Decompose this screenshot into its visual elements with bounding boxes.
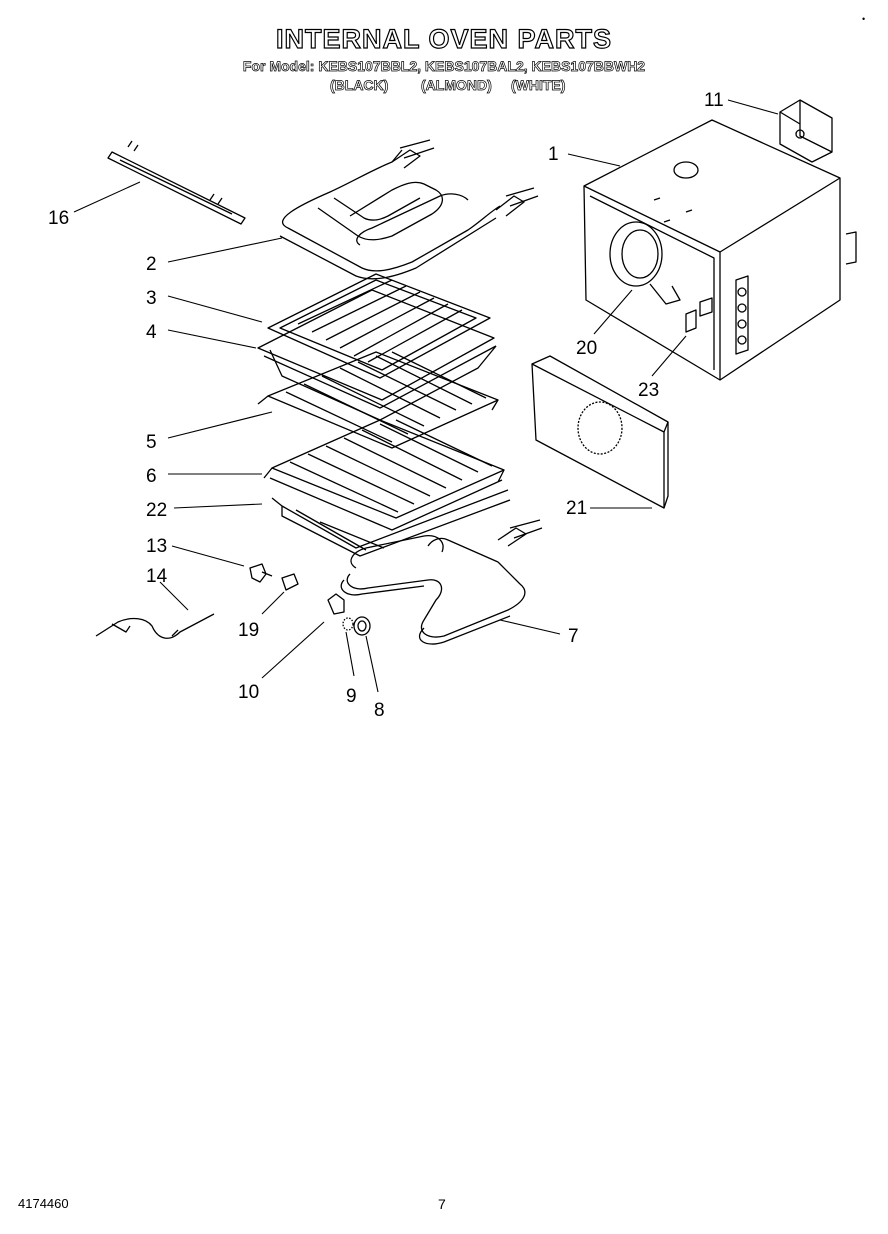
part-16-bracket (107, 140, 246, 225)
callout-14: 14 (146, 566, 168, 587)
callout-6: 6 (146, 466, 157, 487)
callout-8: 8 (374, 700, 385, 721)
corner-mark: • (862, 14, 866, 24)
callout-9: 9 (346, 686, 357, 707)
color-label-almond: (ALMOND) (421, 77, 492, 94)
part-13-clip (249, 563, 273, 583)
color-label-white: (WHITE) (511, 77, 566, 94)
part-10-light-bracket (327, 593, 345, 615)
part-19-sleeve (281, 573, 299, 591)
model-list: For Model: KEBS107BBL2, KEBS107BAL2, KEB… (242, 58, 646, 75)
part-8-lens (353, 616, 371, 636)
part-3-broiler-grid (267, 273, 491, 379)
callout-7: 7 (568, 626, 579, 647)
leader-lines (73, 99, 779, 693)
callout-16: 16 (48, 208, 69, 229)
callout-numbers: 1 2 3 4 5 6 7 8 9 10 11 13 14 16 19 20 2… (48, 90, 724, 721)
callout-2: 2 (146, 254, 157, 275)
callout-23: 23 (638, 380, 659, 401)
callout-1: 1 (548, 144, 559, 165)
part-14-sensor (95, 613, 215, 639)
callout-5: 5 (146, 432, 157, 453)
callout-3: 3 (146, 288, 157, 309)
document-number: 4174460 (18, 1196, 69, 1211)
callout-4: 4 (146, 322, 157, 343)
part-9-bulb (342, 617, 354, 631)
callout-21: 21 (566, 498, 587, 519)
part-1-oven-cavity (583, 119, 857, 381)
callout-13: 13 (146, 536, 167, 557)
color-label-black: (BLACK) (330, 77, 389, 94)
callout-19: 19 (238, 620, 259, 641)
page-title: INTERNAL OVEN PARTS (275, 23, 613, 54)
part-20-fan-ring (609, 221, 681, 305)
part-5-oven-rack (257, 351, 499, 449)
part-6-oven-rack (263, 419, 505, 531)
part-23-plate (685, 297, 713, 333)
part-7-bake-element (340, 519, 543, 645)
page-number: 7 (438, 1196, 446, 1212)
callout-10: 10 (238, 682, 259, 703)
part-11-bracket (779, 99, 833, 163)
part-2-broil-element (279, 139, 539, 280)
callout-22: 22 (146, 500, 167, 521)
callout-20: 20 (576, 338, 597, 359)
part-4-broiler-pan (257, 289, 497, 421)
part-22-rack-support (271, 489, 511, 557)
part-21-fan-cover (531, 355, 669, 509)
callout-11: 11 (704, 90, 724, 111)
